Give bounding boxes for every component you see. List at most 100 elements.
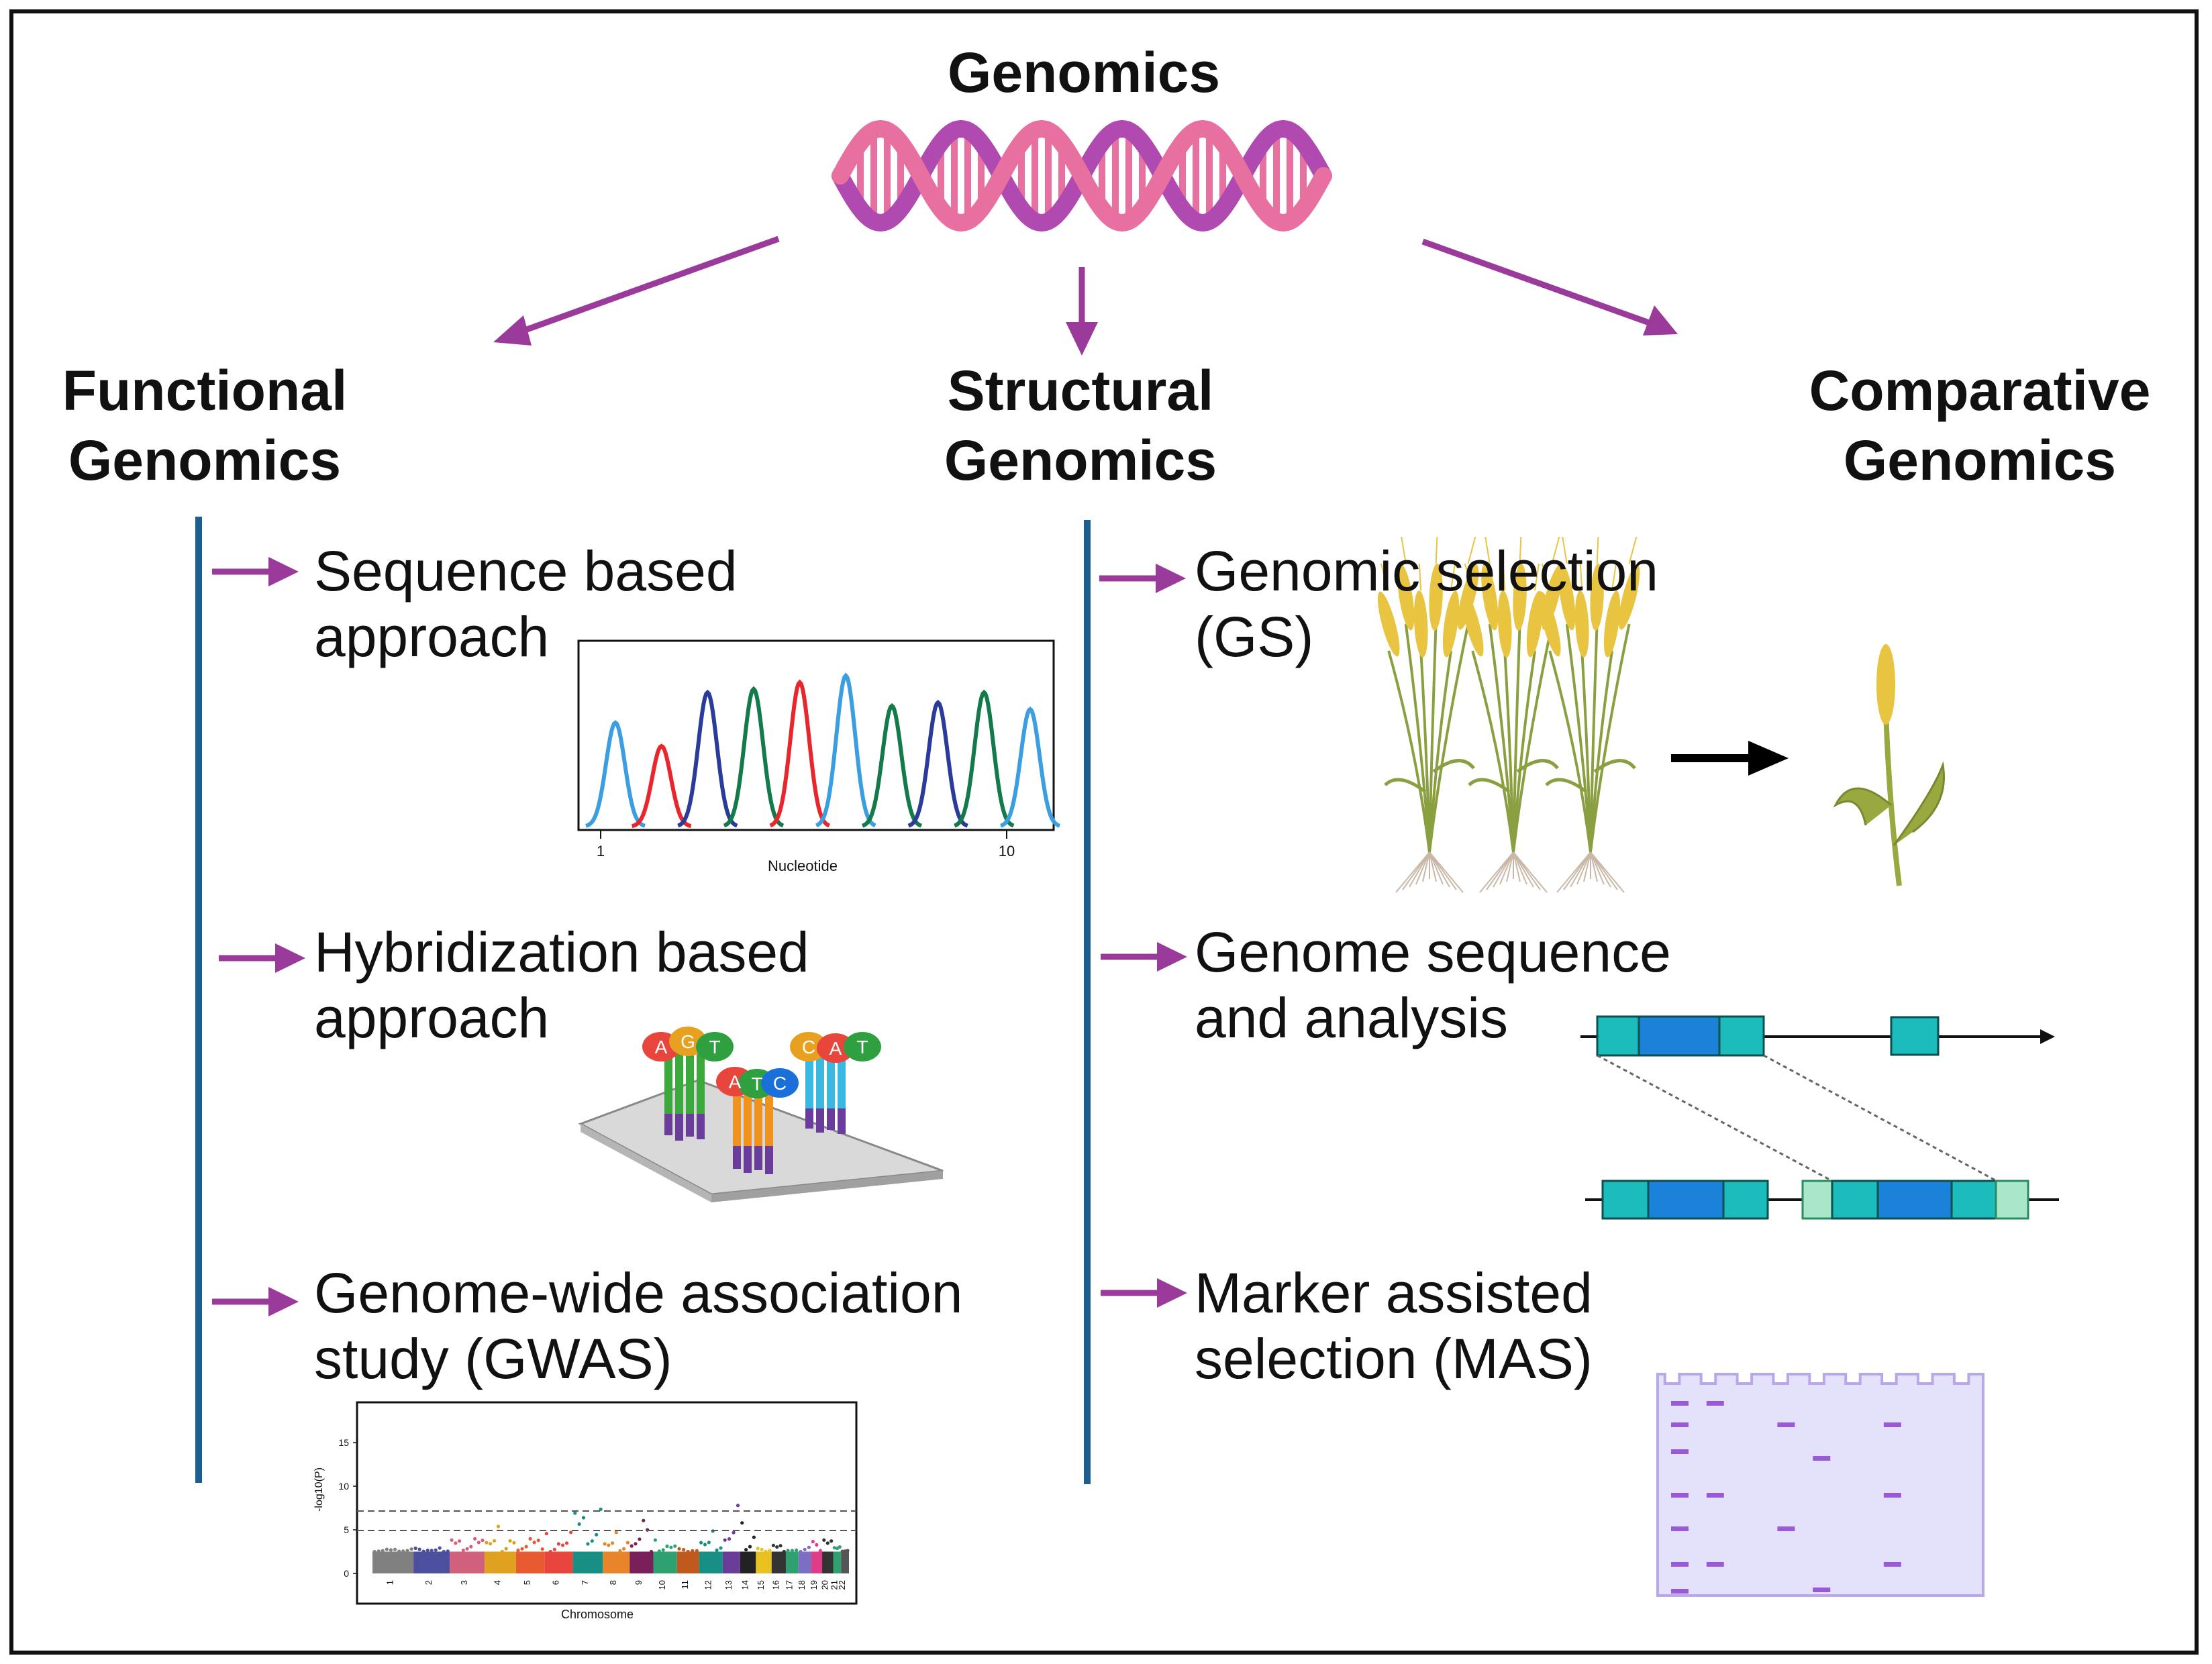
- gwas-point: [840, 1549, 844, 1553]
- structural-heading-line1: Structural: [947, 359, 1214, 422]
- gwas-point: [764, 1549, 768, 1553]
- gwas-chrom-block: [603, 1551, 630, 1573]
- gel-band: [1706, 1401, 1724, 1406]
- functional-genomics-heading: Functional Genomics: [40, 356, 369, 495]
- gwas-point: [508, 1539, 512, 1543]
- arrow-gwas: [212, 1287, 299, 1316]
- arrow-marker-assisted: [1101, 1278, 1187, 1308]
- gwas-ytick-label: 5: [344, 1524, 349, 1535]
- gel-band: [1671, 1401, 1689, 1406]
- gwas-point: [590, 1539, 594, 1543]
- gwas-point: [634, 1542, 638, 1546]
- gel-band: [1671, 1422, 1689, 1427]
- gwas-point: [376, 1549, 381, 1553]
- gel-band: [1777, 1526, 1795, 1531]
- gwas-point: [564, 1541, 569, 1545]
- gene-top-arrowhead: [2040, 1029, 2055, 1044]
- probe-cluster-right: C A T: [790, 1032, 881, 1134]
- gwas-point: [465, 1547, 469, 1551]
- arrow-head-functional: [493, 315, 532, 346]
- gel-electrophoresis-illustration: [1656, 1373, 1984, 1597]
- gwas-point: [450, 1538, 454, 1542]
- functional-heading-line2: Genomics: [68, 429, 342, 492]
- gwas-chrom-block: [544, 1551, 573, 1573]
- chromatogram-peak: [769, 679, 830, 828]
- chromatogram-peak: [815, 672, 876, 828]
- gel-band: [1671, 1493, 1689, 1498]
- gwas-chrom-label: 19: [809, 1580, 819, 1590]
- arrow-to-functional: [509, 236, 780, 339]
- gwas-ylabel: -log10(P): [313, 1467, 325, 1512]
- gwas-point: [661, 1548, 665, 1552]
- gel-band: [1671, 1526, 1689, 1531]
- gwas-point: [595, 1532, 599, 1537]
- gwas-point: [372, 1549, 376, 1554]
- gwas-point: [500, 1549, 505, 1554]
- gwas-points: [372, 1504, 850, 1573]
- arrow-head-comparative: [1643, 305, 1678, 335]
- gel-band: [1671, 1449, 1689, 1454]
- wheat-single-plant: [1833, 644, 1946, 886]
- gwas-point: [756, 1547, 760, 1551]
- genomic-selection-line2: (GS): [1195, 605, 1314, 668]
- gwas-chrom-block: [653, 1551, 677, 1573]
- gwas-chrom-block: [699, 1551, 723, 1573]
- gwas-point: [782, 1549, 786, 1554]
- gwas-ytick-label: 15: [338, 1437, 349, 1448]
- gel-body: [1656, 1373, 1984, 1597]
- genome-sequence-line1: Genome sequence: [1195, 921, 1671, 984]
- gel-band: [1883, 1562, 1901, 1567]
- gwas-point: [811, 1540, 815, 1544]
- chromatogram-peak: [862, 703, 922, 828]
- gel-band: [1777, 1422, 1795, 1427]
- gel-band: [1706, 1562, 1724, 1567]
- chromatogram-peak: [677, 689, 738, 828]
- diagram-frame: [9, 9, 2199, 1655]
- genomic-selection-label: Genomic selection (GS): [1195, 538, 1658, 670]
- gwas-point: [795, 1548, 799, 1552]
- top-exon-d: [1890, 1016, 1940, 1056]
- probe-left-base-1: A: [655, 1037, 668, 1057]
- gwas-point: [528, 1537, 532, 1541]
- gwas-chrom-block: [484, 1551, 516, 1573]
- gwas-chrom-label: 12: [703, 1580, 713, 1590]
- gwas-chrom-label: 4: [492, 1580, 502, 1585]
- gwas-chrom-label: 1: [385, 1580, 395, 1585]
- gwas-point: [707, 1541, 711, 1545]
- probe-left-base-2: G: [681, 1031, 695, 1052]
- gwas-point: [830, 1539, 834, 1543]
- gwas-point: [520, 1547, 524, 1551]
- gel-band: [1706, 1493, 1724, 1498]
- gwas-point: [485, 1541, 489, 1545]
- gwas-point: [516, 1549, 520, 1553]
- gwas-point: [740, 1521, 744, 1525]
- comparative-genomics-heading: Comparative Genomics: [1785, 356, 2174, 495]
- selection-arrow-head: [1748, 741, 1789, 776]
- bottom-exon-e: [1831, 1180, 1879, 1220]
- gwas-point: [536, 1539, 540, 1543]
- gwas-chrom-block: [798, 1551, 811, 1573]
- genomic-selection-line1: Genomic selection: [1195, 539, 1658, 603]
- genome-sequence-line2: and analysis: [1195, 986, 1508, 1049]
- bottom-exon-g: [1950, 1180, 1997, 1220]
- bottom-exon-d: [1801, 1180, 1833, 1220]
- gwas-point: [603, 1542, 607, 1546]
- gwas-point: [622, 1547, 626, 1551]
- probe-right-base-1: C: [802, 1037, 815, 1057]
- gwas-ytick-label: 10: [338, 1481, 349, 1492]
- top-exon-c: [1718, 1015, 1765, 1057]
- gwas-point: [822, 1538, 826, 1542]
- gel-band: [1813, 1588, 1831, 1592]
- gwas-point: [653, 1538, 658, 1542]
- duplication-guide-right: [1763, 1054, 1997, 1182]
- probe-mid-base-1: A: [729, 1072, 742, 1092]
- gwas-point: [686, 1549, 690, 1554]
- genome-sequence-label: Genome sequence and analysis: [1195, 919, 1671, 1051]
- gwas-point: [846, 1549, 850, 1553]
- gwas-chrom-label: 15: [756, 1580, 766, 1590]
- gwas-chrom-label: 14: [740, 1580, 750, 1590]
- gwas-point: [599, 1507, 603, 1511]
- bottom-exon-a: [1601, 1180, 1650, 1220]
- gwas-label: Genome-wide association study (GWAS): [314, 1260, 963, 1392]
- chromatogram-peak: [907, 699, 968, 828]
